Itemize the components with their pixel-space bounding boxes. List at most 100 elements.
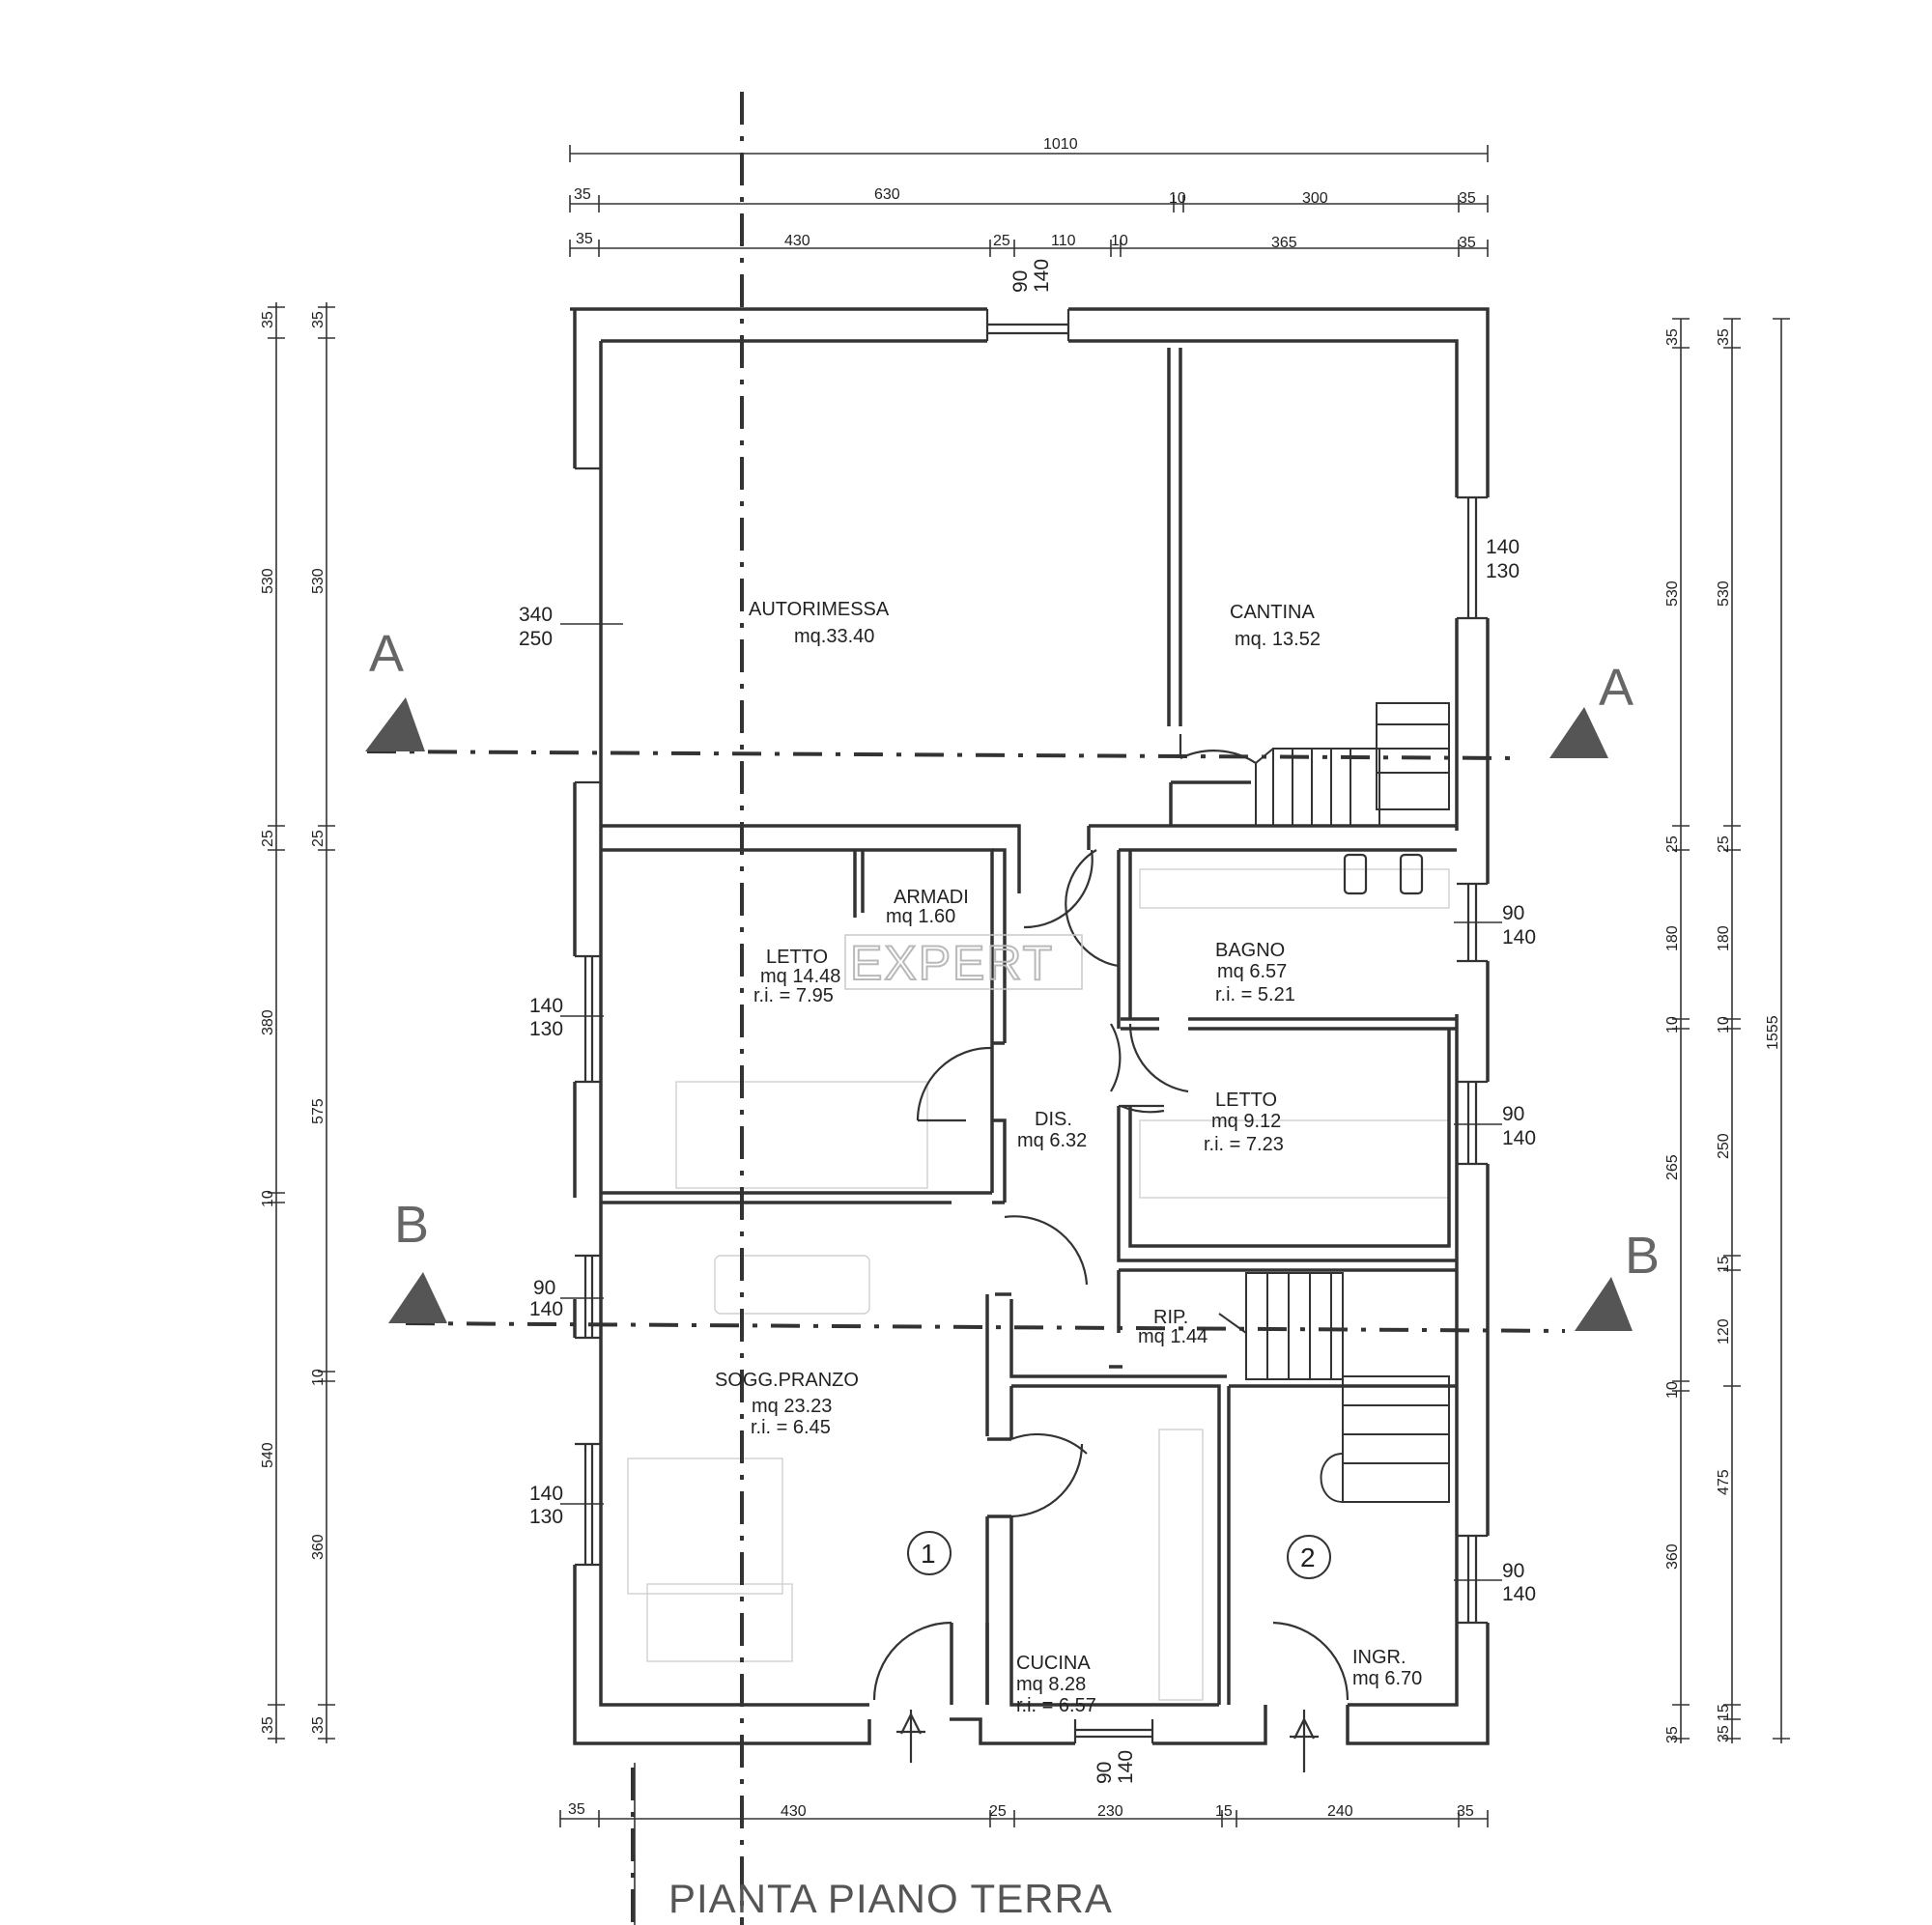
dim-left2-b: 530 xyxy=(310,568,327,594)
room-bagno: BAGNO mq 6.57 r.i. = 5.21 xyxy=(1215,940,1295,1005)
dim-left2-c: 25 xyxy=(310,830,327,847)
room-ri-letto-1: r.i. = 7.95 xyxy=(753,985,834,1006)
dim-left2-f: 360 xyxy=(310,1534,327,1560)
room-area-letto-2: mq 9.12 xyxy=(1211,1111,1281,1132)
win-top-b: 140 xyxy=(1031,259,1053,293)
dim-right2-a: 35 xyxy=(1716,328,1732,346)
room-area-armadi: mq 1.60 xyxy=(886,906,955,927)
dim-right2-b: 530 xyxy=(1716,580,1732,607)
dim-top2-d: 300 xyxy=(1302,190,1328,207)
unit-number-1: 1 xyxy=(921,1539,936,1569)
room-letto-2: LETTO mq 9.12 r.i. = 7.23 xyxy=(1204,1090,1284,1155)
dim-left1-e: 10 xyxy=(260,1190,276,1207)
room-ingresso: INGR. mq 6.70 xyxy=(1352,1647,1422,1689)
window-labels: 90 140 140 130 340 250 140 130 90 140 14… xyxy=(519,259,1536,1784)
walls xyxy=(570,307,1490,1745)
unit-marker-1: 1 xyxy=(907,1531,952,1575)
dim-right1-f: 265 xyxy=(1664,1154,1681,1180)
dim-top3-c: 25 xyxy=(993,233,1010,249)
top-dimensions: 1010 35 630 10 300 35 35 430 25 110 10 3… xyxy=(569,136,1489,257)
win-letto2-b: 140 xyxy=(1502,1127,1536,1149)
dim-left1-a: 35 xyxy=(260,311,276,328)
dim-bot-b: 430 xyxy=(781,1803,807,1820)
dim-top3-e: 10 xyxy=(1111,233,1128,249)
win-cantina-a: 140 xyxy=(1486,536,1520,558)
dim-left1-f: 540 xyxy=(260,1442,276,1468)
dim-right1-a: 35 xyxy=(1664,328,1681,346)
dim-top3-g: 35 xyxy=(1459,235,1476,251)
win-sogg1-a: 90 xyxy=(533,1277,555,1299)
room-area-cucina: mq 8.28 xyxy=(1016,1674,1086,1695)
win-letto-b: 130 xyxy=(529,1018,563,1040)
dim-right1-g: 10 xyxy=(1664,1381,1681,1399)
section-label-a-left: A xyxy=(369,625,404,683)
stairs-cantina xyxy=(1255,702,1450,827)
section-a-right: A xyxy=(1549,659,1634,758)
win-bottom-a: 90 xyxy=(1094,1762,1116,1784)
dim-left2-d: 575 xyxy=(310,1098,327,1124)
doors xyxy=(872,734,1350,1701)
bath-fixtures xyxy=(1343,853,1424,895)
dim-right1-i: 35 xyxy=(1664,1726,1681,1743)
furniture-faint xyxy=(627,868,1450,1701)
room-name-rip: RIP. xyxy=(1153,1307,1188,1328)
win-sogg2-a: 140 xyxy=(529,1483,563,1505)
room-name-dis: DIS. xyxy=(1035,1109,1072,1130)
win-ingr-b: 140 xyxy=(1502,1583,1536,1605)
room-ri-letto-2: r.i. = 7.23 xyxy=(1204,1134,1284,1155)
entrance-arrows xyxy=(896,1710,1319,1772)
dim-right1-d: 180 xyxy=(1664,925,1681,951)
plan-title: PIANTA PIANO TERRA xyxy=(634,1763,1112,1925)
dim-top2-c: 10 xyxy=(1169,190,1186,207)
dim-right1-e: 10 xyxy=(1664,1016,1681,1033)
dim-left1-b: 530 xyxy=(260,568,276,594)
section-label-b-right: B xyxy=(1625,1227,1660,1285)
room-area-ingresso: mq 6.70 xyxy=(1352,1668,1422,1689)
win-autorimessa-b: 250 xyxy=(519,628,553,650)
room-cucina: CUCINA mq 8.28 r.i. = 6.57 xyxy=(1016,1653,1096,1716)
dim-right2-f: 250 xyxy=(1716,1133,1732,1159)
win-sogg2-b: 130 xyxy=(529,1506,563,1528)
dim-top2-a: 35 xyxy=(574,186,591,203)
dim-left2-g: 35 xyxy=(310,1716,327,1734)
section-b-right: B xyxy=(1575,1227,1660,1331)
room-autorimessa: AUTORIMESSA mq.33.40 xyxy=(749,599,890,647)
room-area-soggiorno: mq 23.23 xyxy=(752,1396,832,1417)
room-name-soggiorno: SOGG.PRANZO xyxy=(715,1370,859,1391)
room-name-cucina: CUCINA xyxy=(1016,1653,1091,1674)
room-ri-bagno: r.i. = 5.21 xyxy=(1215,984,1295,1005)
win-ingr-a: 90 xyxy=(1502,1560,1524,1582)
dim-right2-d: 180 xyxy=(1716,925,1732,951)
dim-bot-g: 35 xyxy=(1457,1803,1474,1820)
room-name-autorimessa: AUTORIMESSA xyxy=(749,599,890,620)
room-name-letto-1: LETTO xyxy=(766,947,828,968)
win-bagno-b: 140 xyxy=(1502,926,1536,948)
room-area-dis: mq 6.32 xyxy=(1017,1130,1087,1151)
dim-right1-b: 530 xyxy=(1664,580,1681,607)
dim-right2-j: 15 xyxy=(1716,1704,1732,1721)
room-area-cantina: mq. 13.52 xyxy=(1235,629,1321,650)
room-name-cantina: CANTINA xyxy=(1230,602,1315,623)
dim-right1-c: 25 xyxy=(1664,835,1681,853)
dim-top2-b: 630 xyxy=(874,186,900,203)
room-rip: RIP. mq 1.44 xyxy=(1138,1307,1208,1347)
dim-bot-c: 25 xyxy=(989,1803,1007,1820)
win-top-a: 90 xyxy=(1009,270,1032,293)
dim-top3-b: 430 xyxy=(784,233,810,249)
dim-right2-c: 25 xyxy=(1716,835,1732,853)
win-letto-a: 140 xyxy=(529,995,563,1017)
dim-top2-e: 35 xyxy=(1459,190,1476,207)
room-name-letto-2: LETTO xyxy=(1215,1090,1277,1111)
section-b-left: B xyxy=(388,1196,447,1323)
dim-right2-k: 35 xyxy=(1716,1725,1732,1742)
bottom-dimensions: 35 430 25 230 15 240 35 xyxy=(559,1801,1489,1827)
room-area-rip: mq 1.44 xyxy=(1138,1326,1208,1347)
room-area-autorimessa: mq.33.40 xyxy=(794,626,874,647)
room-name-ingresso: INGR. xyxy=(1352,1647,1406,1668)
room-letto-1: LETTO mq 14.48 r.i. = 7.95 xyxy=(753,947,840,1006)
win-cantina-b: 130 xyxy=(1486,560,1520,582)
section-label-a-right: A xyxy=(1599,659,1634,717)
room-name-bagno: BAGNO xyxy=(1215,940,1285,961)
dim-left2-a: 35 xyxy=(310,311,327,328)
